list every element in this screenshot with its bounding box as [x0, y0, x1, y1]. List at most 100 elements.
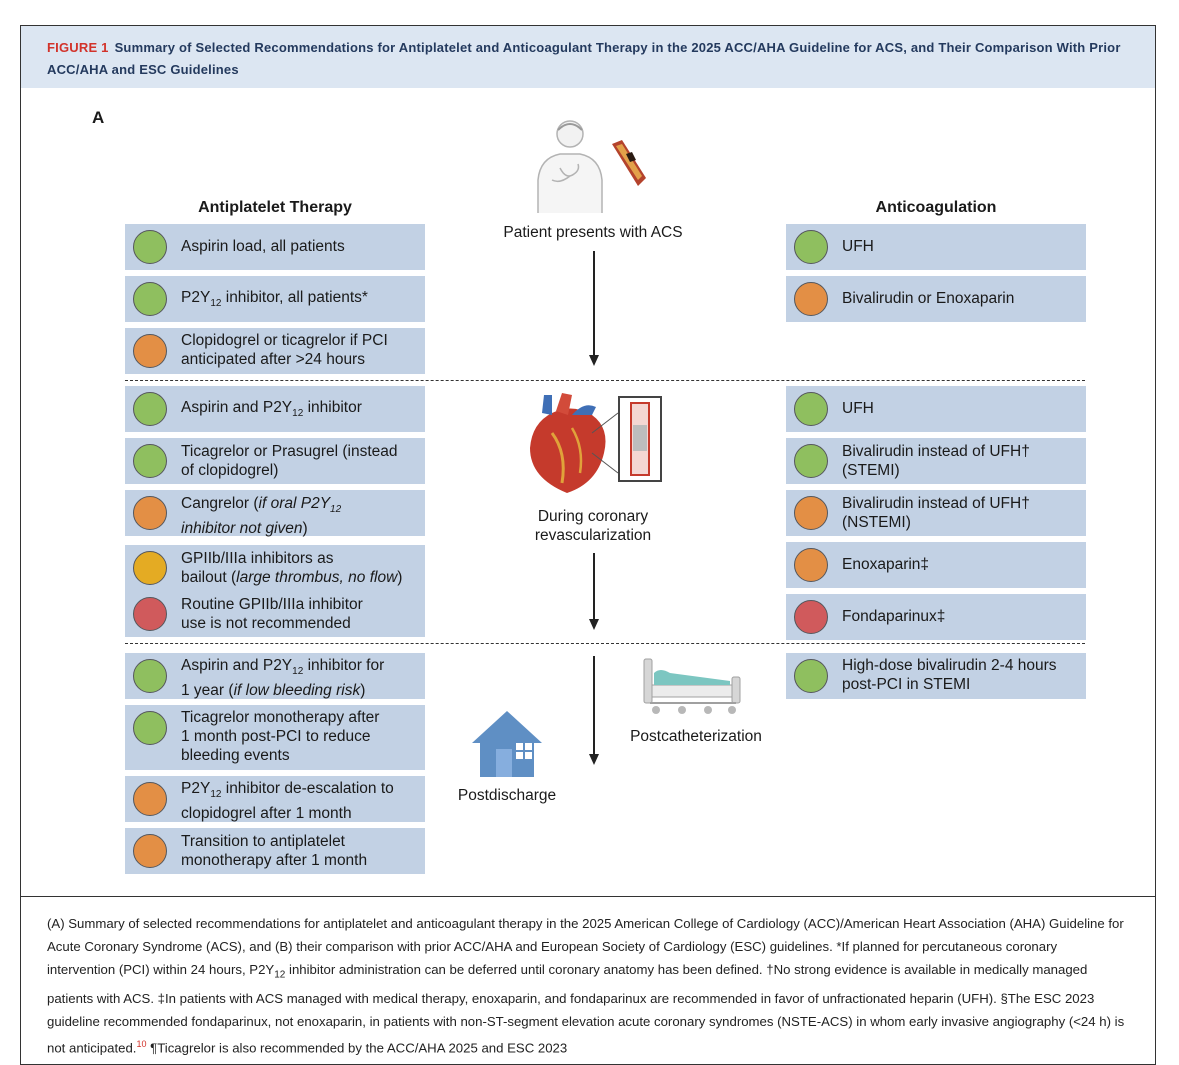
stent-icon — [618, 396, 662, 482]
anticoagulation-item: Bivalirudin instead of UFH† (NSTEMI) — [786, 490, 1086, 536]
caption-text: inhibitor administration can be deferred… — [47, 962, 1125, 1056]
panel-letter: A — [92, 108, 105, 127]
antiplatelet-item: Aspirin load, all patients — [125, 224, 425, 270]
patient-icon — [537, 120, 603, 213]
text-line: Routine GPIIb/IIIa inhibitor — [181, 596, 363, 613]
stage-presentation: Patient presents with ACS — [503, 224, 683, 241]
subscript: 12 — [292, 408, 304, 420]
anticoagulation-item: UFH — [786, 224, 1086, 270]
green-recommendation-icon — [133, 711, 167, 745]
anticoagulation-heading: Anticoagulation — [875, 199, 997, 216]
text-line: of clopidogrel) — [181, 462, 279, 479]
subscript: 12 — [210, 298, 222, 310]
anticoagulation-item: Enoxaparin‡ — [786, 542, 1086, 588]
text-part: inhibitor de-escalation to — [221, 780, 394, 797]
heart-icon — [530, 393, 619, 493]
red-recommendation-icon — [794, 600, 828, 634]
figure-caption: (A) Summary of selected recommendations … — [47, 912, 1127, 1059]
green-recommendation-icon — [794, 659, 828, 693]
green-recommendation-icon — [794, 392, 828, 426]
stage-revascularization-line1: During coronary — [537, 508, 649, 525]
text-part: P2Y — [181, 780, 211, 797]
item-text: Bivalirudin or Enoxaparin — [842, 290, 1015, 307]
reference-link[interactable]: 10 — [136, 1038, 147, 1049]
green-recommendation-icon — [794, 230, 828, 264]
text-part: inhibitor — [303, 399, 362, 416]
flow-arrow-line-1 — [593, 251, 595, 355]
item-text: Fondaparinux‡ — [842, 608, 946, 625]
text-part: bailout ( — [181, 569, 237, 586]
green-recommendation-icon — [133, 230, 167, 264]
item-text: Aspirin load, all patients — [181, 238, 345, 255]
flow-arrow-line-3 — [593, 656, 595, 754]
green-recommendation-icon — [133, 282, 167, 316]
house-icon — [472, 711, 542, 777]
text-line: Bivalirudin instead of UFH† — [842, 495, 1030, 512]
green-recommendation-icon — [133, 659, 167, 693]
text-part: ) — [360, 682, 366, 700]
orange-recommendation-icon — [133, 496, 167, 530]
text-line: monotherapy after 1 month — [181, 852, 368, 869]
stage-postdischarge: Postdischarge — [457, 787, 557, 804]
text-line: Bivalirudin instead of UFH† — [842, 443, 1030, 460]
text-line: clopidogrel after 1 month — [181, 805, 352, 823]
green-recommendation-icon — [794, 444, 828, 478]
antiplatelet-heading: Antiplatelet Therapy — [198, 199, 352, 216]
flow-arrowhead-1 — [589, 355, 599, 366]
green-recommendation-icon — [133, 392, 167, 426]
caption-text: (A) Summary of selected recommendations … — [47, 916, 1124, 977]
text-part: inhibitor, all patients* — [221, 289, 368, 306]
stage-revascularization: During coronary revascularization — [480, 507, 706, 545]
text-part: Cangrelor ( — [181, 495, 259, 512]
text-part: if oral P2Y — [258, 495, 331, 512]
caption-separator — [20, 896, 1156, 897]
stage-separator-2 — [125, 643, 1085, 644]
text-part: inhibitor not given — [181, 520, 303, 538]
stage-postcath: Postcatheterization — [630, 728, 762, 745]
text-part: large thrombus, no flow — [236, 569, 398, 586]
caption-text: ¶Ticagrelor is also recommended by the A… — [146, 1040, 568, 1056]
subscript: 12 — [274, 969, 286, 981]
text-part: if low bleeding risk — [233, 682, 361, 700]
text-part: inhibitor for — [303, 657, 385, 674]
item-text: Enoxaparin‡ — [842, 556, 930, 573]
stage-revascularization-line2: revascularization — [534, 527, 652, 544]
text-line: (NSTEMI) — [842, 514, 911, 531]
anticoagulation-item: Bivalirudin or Enoxaparin — [786, 276, 1086, 322]
item-text: UFH — [842, 238, 874, 255]
yellow-recommendation-icon — [133, 551, 167, 585]
text-part: 1 year ( — [181, 682, 234, 700]
item-text: GPIIb/IIIa inhibitors as bailout (large t… — [181, 549, 402, 587]
antiplatelet-item: Aspirin and P2Y12 inhibitor — [125, 386, 425, 432]
item-text: Bivalirudin instead of UFH† (NSTEMI) — [842, 494, 1030, 532]
orange-recommendation-icon — [133, 834, 167, 868]
artery-icon — [612, 140, 646, 186]
text-part: Aspirin and P2Y — [181, 399, 293, 416]
text-line: GPIIb/IIIa inhibitors as — [181, 550, 334, 567]
text-line: Ticagrelor monotherapy after — [181, 709, 380, 726]
red-recommendation-icon — [133, 597, 167, 631]
anticoagulation-item: UFH — [786, 386, 1086, 432]
item-text: P2Y12 inhibitor, all patients* — [181, 288, 368, 313]
anticoagulation-item: Fondaparinux‡ — [786, 594, 1086, 640]
flow-arrowhead-3 — [589, 754, 599, 765]
item-text: Aspirin and P2Y12 inhibitor — [181, 398, 362, 423]
figure-label: FIGURE 1 — [47, 40, 109, 55]
text-part: Aspirin and P2Y — [181, 657, 293, 674]
anticoagulation-item: Bivalirudin instead of UFH†(STEMI) — [786, 438, 1086, 484]
antiplatelet-item-group: GPIIb/IIIa inhibitors as bailout (large t… — [125, 545, 425, 637]
figure-header — [21, 26, 1155, 88]
green-recommendation-icon — [133, 444, 167, 478]
